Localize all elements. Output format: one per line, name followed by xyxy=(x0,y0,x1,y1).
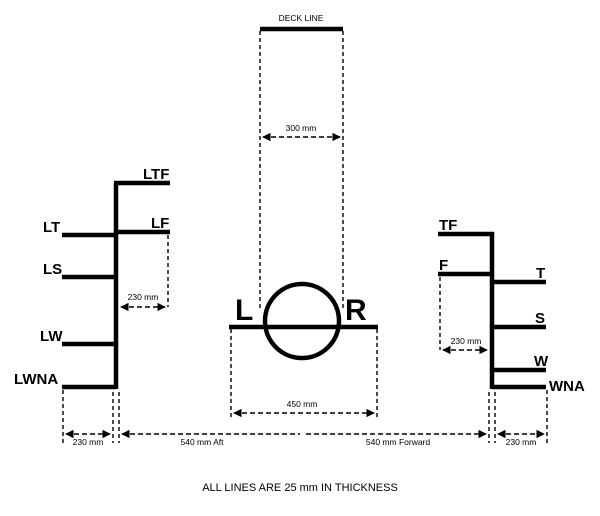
mark-TF-label: TF xyxy=(439,217,457,234)
mark-LW-label: LW xyxy=(40,328,63,345)
thickness-footnote: ALL LINES ARE 25 mm IN THICKNESS xyxy=(202,482,398,494)
mark-LWNA-label: LWNA xyxy=(14,371,58,388)
mark-LTF-label: LTF xyxy=(143,166,169,183)
ring-left-letter: L xyxy=(235,294,253,327)
deck-width-label: 300 mm xyxy=(286,123,317,133)
mark-LS-label: LS xyxy=(43,261,62,278)
mark-W-label: W xyxy=(534,353,549,370)
mark-LT-label: LT xyxy=(43,219,60,236)
ring-right-letter: R xyxy=(345,294,367,327)
mark-F-label: F xyxy=(439,257,448,274)
aft-spacing-label: 230 mm xyxy=(128,292,159,302)
mark-WNA-label: WNA xyxy=(549,378,585,395)
mark-LF-label: LF xyxy=(151,215,169,232)
forward-540-label: 540 mm Forward xyxy=(366,437,431,447)
aft-540-label: 540 mm Aft xyxy=(181,437,225,447)
fwd-spacing-label: 230 mm xyxy=(451,336,482,346)
fwd-offset-label: 230 mm xyxy=(506,437,537,447)
ring-base-width-label: 450 mm xyxy=(287,399,318,409)
aft-offset-label: 230 mm xyxy=(73,437,104,447)
deck-line-label: DECK LINE xyxy=(279,13,324,23)
mark-S-label: S xyxy=(535,310,545,327)
mark-T-label: T xyxy=(536,265,545,282)
load-line-ring xyxy=(262,281,342,361)
